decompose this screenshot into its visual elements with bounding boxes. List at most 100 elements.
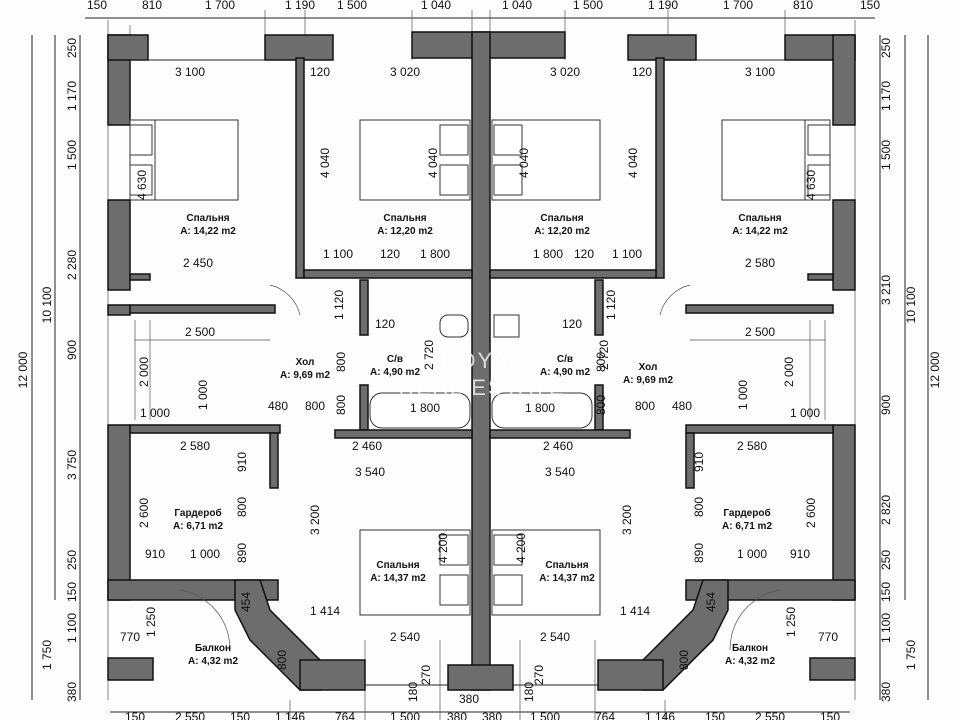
dim: 1 146 (645, 710, 675, 720)
dim: 890 (235, 543, 249, 563)
dim: 2 580 (737, 439, 767, 453)
dim: 10 100 (904, 286, 918, 323)
room-balcony-1: Балкон (195, 643, 231, 654)
room-bedroom-5: Спальня (376, 560, 419, 571)
dim: 2 540 (540, 630, 570, 644)
dim: 2 280 (65, 250, 79, 280)
dim: 2 550 (755, 710, 785, 720)
dim: 1 800 (410, 401, 440, 415)
room-area: A: 6,71 m2 (173, 521, 223, 532)
dim: 380 (65, 682, 79, 702)
dim: 1 800 (525, 401, 555, 415)
dim: 1 100 (612, 247, 642, 261)
dim: 1 500 (65, 140, 79, 170)
dim: 1 000 (790, 406, 820, 420)
dim: 4 200 (436, 533, 450, 563)
dim: 1 000 (140, 406, 170, 420)
dim: 910 (790, 547, 810, 561)
dim: 3 100 (175, 65, 205, 79)
dim: 150 (820, 710, 840, 720)
dim: 4 630 (135, 170, 149, 200)
room-balcony-2: Балкон (732, 643, 768, 654)
dim: 12 000 (928, 351, 942, 388)
dim: 120 (562, 317, 582, 331)
dim: 2 000 (782, 357, 796, 387)
top-dimensions: 150 810 1 700 1 190 1 500 1 040 1 040 1 … (87, 0, 880, 12)
dim: 120 (310, 65, 330, 79)
dim: 480 (672, 399, 692, 413)
dim: 3 540 (545, 465, 575, 479)
room-area: A: 4,90 m2 (540, 367, 590, 378)
dim: 800 (594, 395, 608, 415)
dim: 120 (375, 317, 395, 331)
dim: 1 190 (648, 0, 678, 12)
dim: 4 040 (426, 148, 440, 178)
dim: 120 (380, 247, 400, 261)
room-bedroom-3: Спальня (540, 213, 583, 224)
room-hall-2: Хол (639, 362, 658, 373)
dim: 2 550 (175, 710, 205, 720)
dim: 1 040 (502, 0, 532, 12)
dim: 1 000 (190, 547, 220, 561)
dim: 1 146 (275, 710, 305, 720)
dim: 250 (879, 550, 893, 570)
room-area: A: 14,37 m2 (370, 573, 426, 584)
dim: 4 040 (626, 148, 640, 178)
room-bathroom-1: С/в (387, 354, 403, 365)
dim: 800 (677, 650, 691, 670)
dim: 3 200 (308, 505, 322, 535)
dim: 12 000 (16, 351, 30, 388)
room-bedroom-6: Спальня (545, 560, 588, 571)
watermark-line-2: REAL ESTATE (398, 375, 565, 400)
dim: 2 600 (137, 498, 151, 528)
dim: 770 (120, 630, 140, 644)
dim: 1 800 (420, 247, 450, 261)
bottom-dimensions: 150 2 550 150 1 146 764 1 500 380 380 1 … (125, 710, 840, 720)
dim: 4 040 (318, 148, 332, 178)
dim: 1 750 (904, 640, 918, 670)
room-area: A: 14,22 m2 (732, 226, 788, 237)
dim: 454 (704, 592, 718, 612)
room-wardrobe-1: Гардероб (174, 507, 221, 519)
dim: 150 (879, 582, 893, 602)
dim: 764 (335, 710, 355, 720)
dim: 454 (239, 592, 253, 612)
dim: 900 (879, 395, 893, 415)
room-area: A: 12,20 m2 (377, 226, 433, 237)
dim: 1 700 (205, 0, 235, 12)
dim: 800 (305, 399, 325, 413)
dim: 910 (235, 452, 249, 472)
dim: 1 500 (573, 0, 603, 12)
dim: 250 (879, 38, 893, 58)
dim: 380 (459, 692, 479, 706)
dim: 270 (532, 665, 546, 685)
dim: 3 020 (550, 65, 580, 79)
dim: 2 580 (745, 256, 775, 270)
dim: 1 000 (737, 547, 767, 561)
dim: 890 (692, 543, 706, 563)
room-bedroom-1: Спальня (186, 213, 229, 224)
dim: 2 600 (804, 498, 818, 528)
dim: 1 170 (65, 81, 79, 111)
room-area: A: 14,37 m2 (539, 573, 595, 584)
room-hall-1: Хол (296, 357, 315, 368)
dim: 910 (692, 452, 706, 472)
dim: 180 (406, 682, 420, 702)
dim: 1 000 (736, 380, 750, 410)
watermark-line-1: ROYAL (441, 348, 524, 373)
dim: 1 414 (310, 604, 340, 618)
dim: 1 500 (879, 140, 893, 170)
dim: 10 100 (40, 286, 54, 323)
dim: 800 (692, 497, 706, 517)
dim: 910 (145, 547, 165, 561)
dim: 1 700 (723, 0, 753, 12)
dim: 2 720 (422, 340, 436, 370)
room-wardrobe-2: Гардероб (723, 507, 770, 519)
dim: 1 250 (144, 607, 158, 637)
room-area: A: 4,90 m2 (370, 367, 420, 378)
dim: 120 (574, 247, 594, 261)
